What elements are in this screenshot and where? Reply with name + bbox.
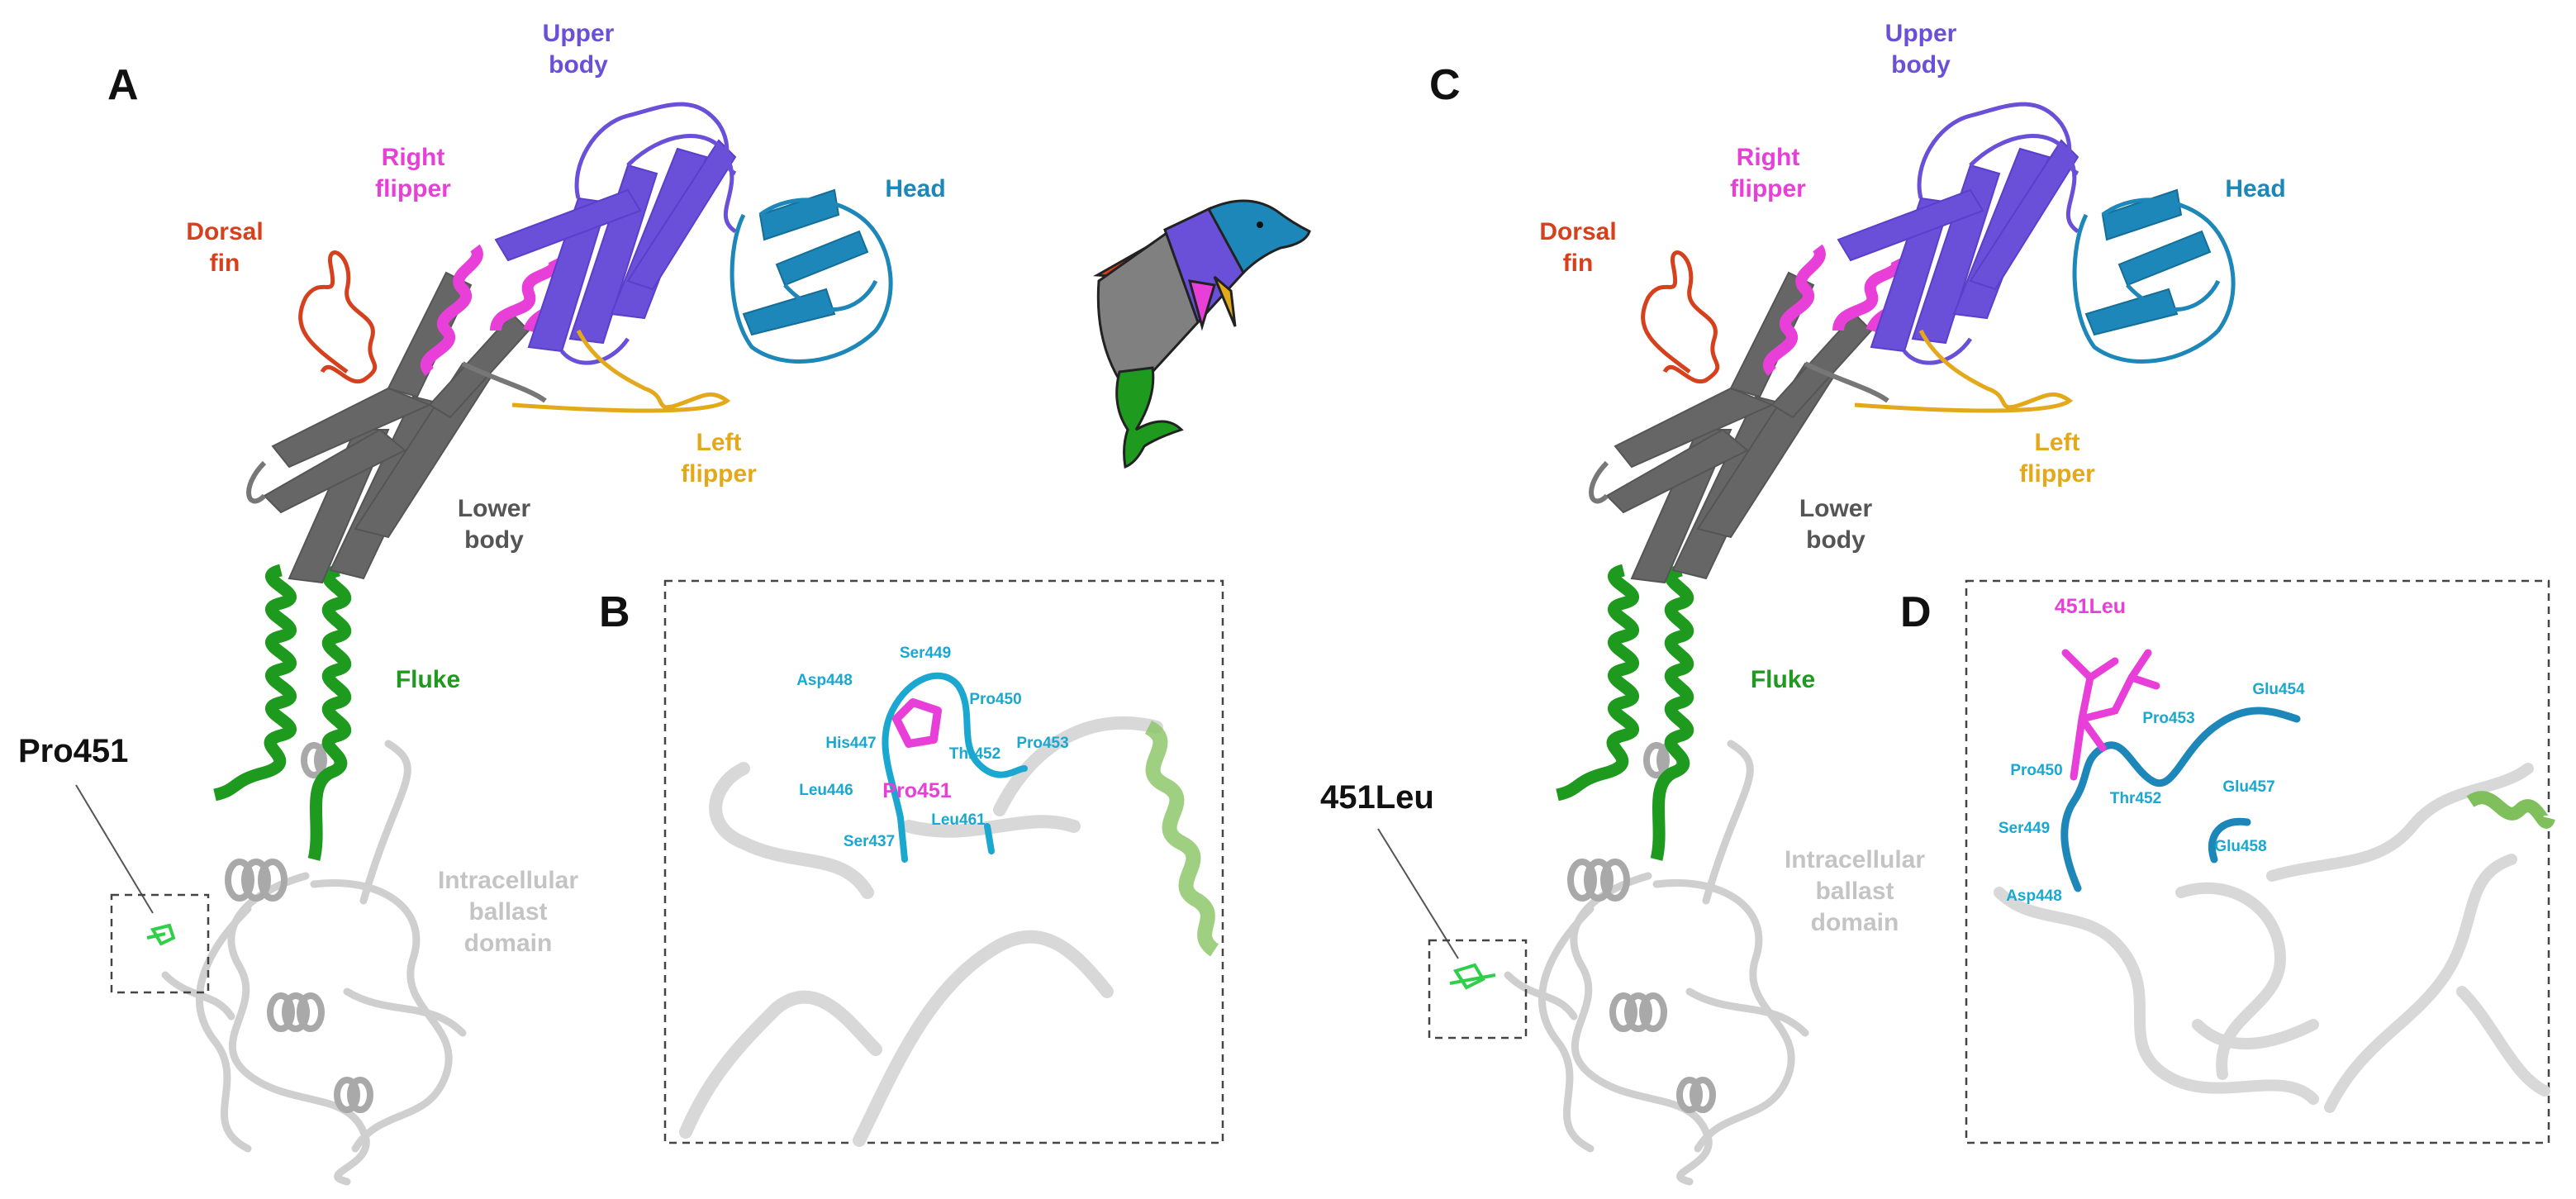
- dolphin-right-flipper: [1187, 279, 1216, 331]
- pro451-sidechain: [892, 698, 942, 748]
- panel-label-c: C: [1429, 61, 1461, 109]
- res-leu446: Leu446: [799, 782, 853, 799]
- res-leu461: Leu461: [931, 811, 986, 829]
- leu451-sidechain: [2061, 649, 2160, 781]
- res-ser449-d: Ser449: [1999, 820, 2050, 837]
- res-glu454: Glu454: [2252, 681, 2305, 698]
- inset-b-green-helix: [1144, 720, 1219, 957]
- inset-box-d: [1965, 579, 2550, 1144]
- res-ser437: Ser437: [844, 833, 895, 850]
- res-thr452: Thr452: [949, 745, 1000, 763]
- res-pro453-d: Pro453: [2142, 710, 2194, 727]
- inset-box-b: [663, 579, 1224, 1144]
- res-pro453: Pro453: [1016, 735, 1068, 752]
- dolphin-eye: [1257, 221, 1263, 228]
- label-pro451: Pro451: [882, 779, 951, 802]
- panel-label-a: A: [107, 61, 139, 109]
- zoom-box-a: [110, 893, 210, 994]
- callout-leader-line-c: [1377, 828, 1459, 959]
- region-fluke-c: Fluke: [1751, 666, 1815, 693]
- dolphin-schematic: [1092, 199, 1311, 469]
- residue-marker-green-c: [1449, 963, 1496, 990]
- inset-d-green-helix: [2466, 791, 2555, 829]
- res-asp448-d: Asp448: [2006, 887, 2062, 905]
- inset-d-background-structure: [1994, 763, 2550, 1113]
- panel-label-d: D: [1900, 588, 1932, 636]
- inset-b-background-structure: [679, 716, 1163, 1147]
- region-fluke: Fluke: [396, 666, 460, 693]
- inset-b-loop: [882, 672, 1028, 863]
- res-pro450-d: Pro450: [2010, 762, 2062, 779]
- region-head: Head: [885, 175, 945, 202]
- residue-marker-green: [146, 923, 176, 946]
- res-thr452-d: Thr452: [2110, 790, 2161, 807]
- callout-451leu: 451Leu: [1320, 779, 1434, 816]
- dolphin-head: [1206, 199, 1311, 275]
- dolphin-left-flipper: [1213, 275, 1237, 327]
- callout-leader-line: [75, 784, 154, 914]
- region-head-c: Head: [2225, 175, 2285, 202]
- callout-pro451: Pro451: [18, 733, 128, 769]
- res-pro450: Pro450: [969, 691, 1021, 708]
- panel-b: B Ser449 Asp448 Pro450 His447 Thr452 Pro…: [599, 579, 1224, 1147]
- zoom-box-c: [1428, 939, 1528, 1040]
- protein-structure-mutant: [1508, 104, 2233, 1182]
- label-451leu: 451Leu: [2055, 595, 2126, 618]
- res-asp448: Asp448: [796, 672, 853, 689]
- dolphin-fluke: [1115, 366, 1184, 469]
- res-his447: His447: [825, 735, 876, 752]
- res-ser449: Ser449: [900, 645, 951, 662]
- panel-d: D 451Leu Glu454 Pro453 Pro450 Thr452 Glu…: [1900, 579, 2555, 1144]
- res-glu458: Glu458: [2214, 838, 2266, 855]
- inset-d-loop: [2060, 707, 2301, 892]
- res-glu457: Glu457: [2222, 778, 2274, 796]
- panel-label-b: B: [599, 588, 630, 636]
- protein-structure-wildtype: [165, 104, 891, 1182]
